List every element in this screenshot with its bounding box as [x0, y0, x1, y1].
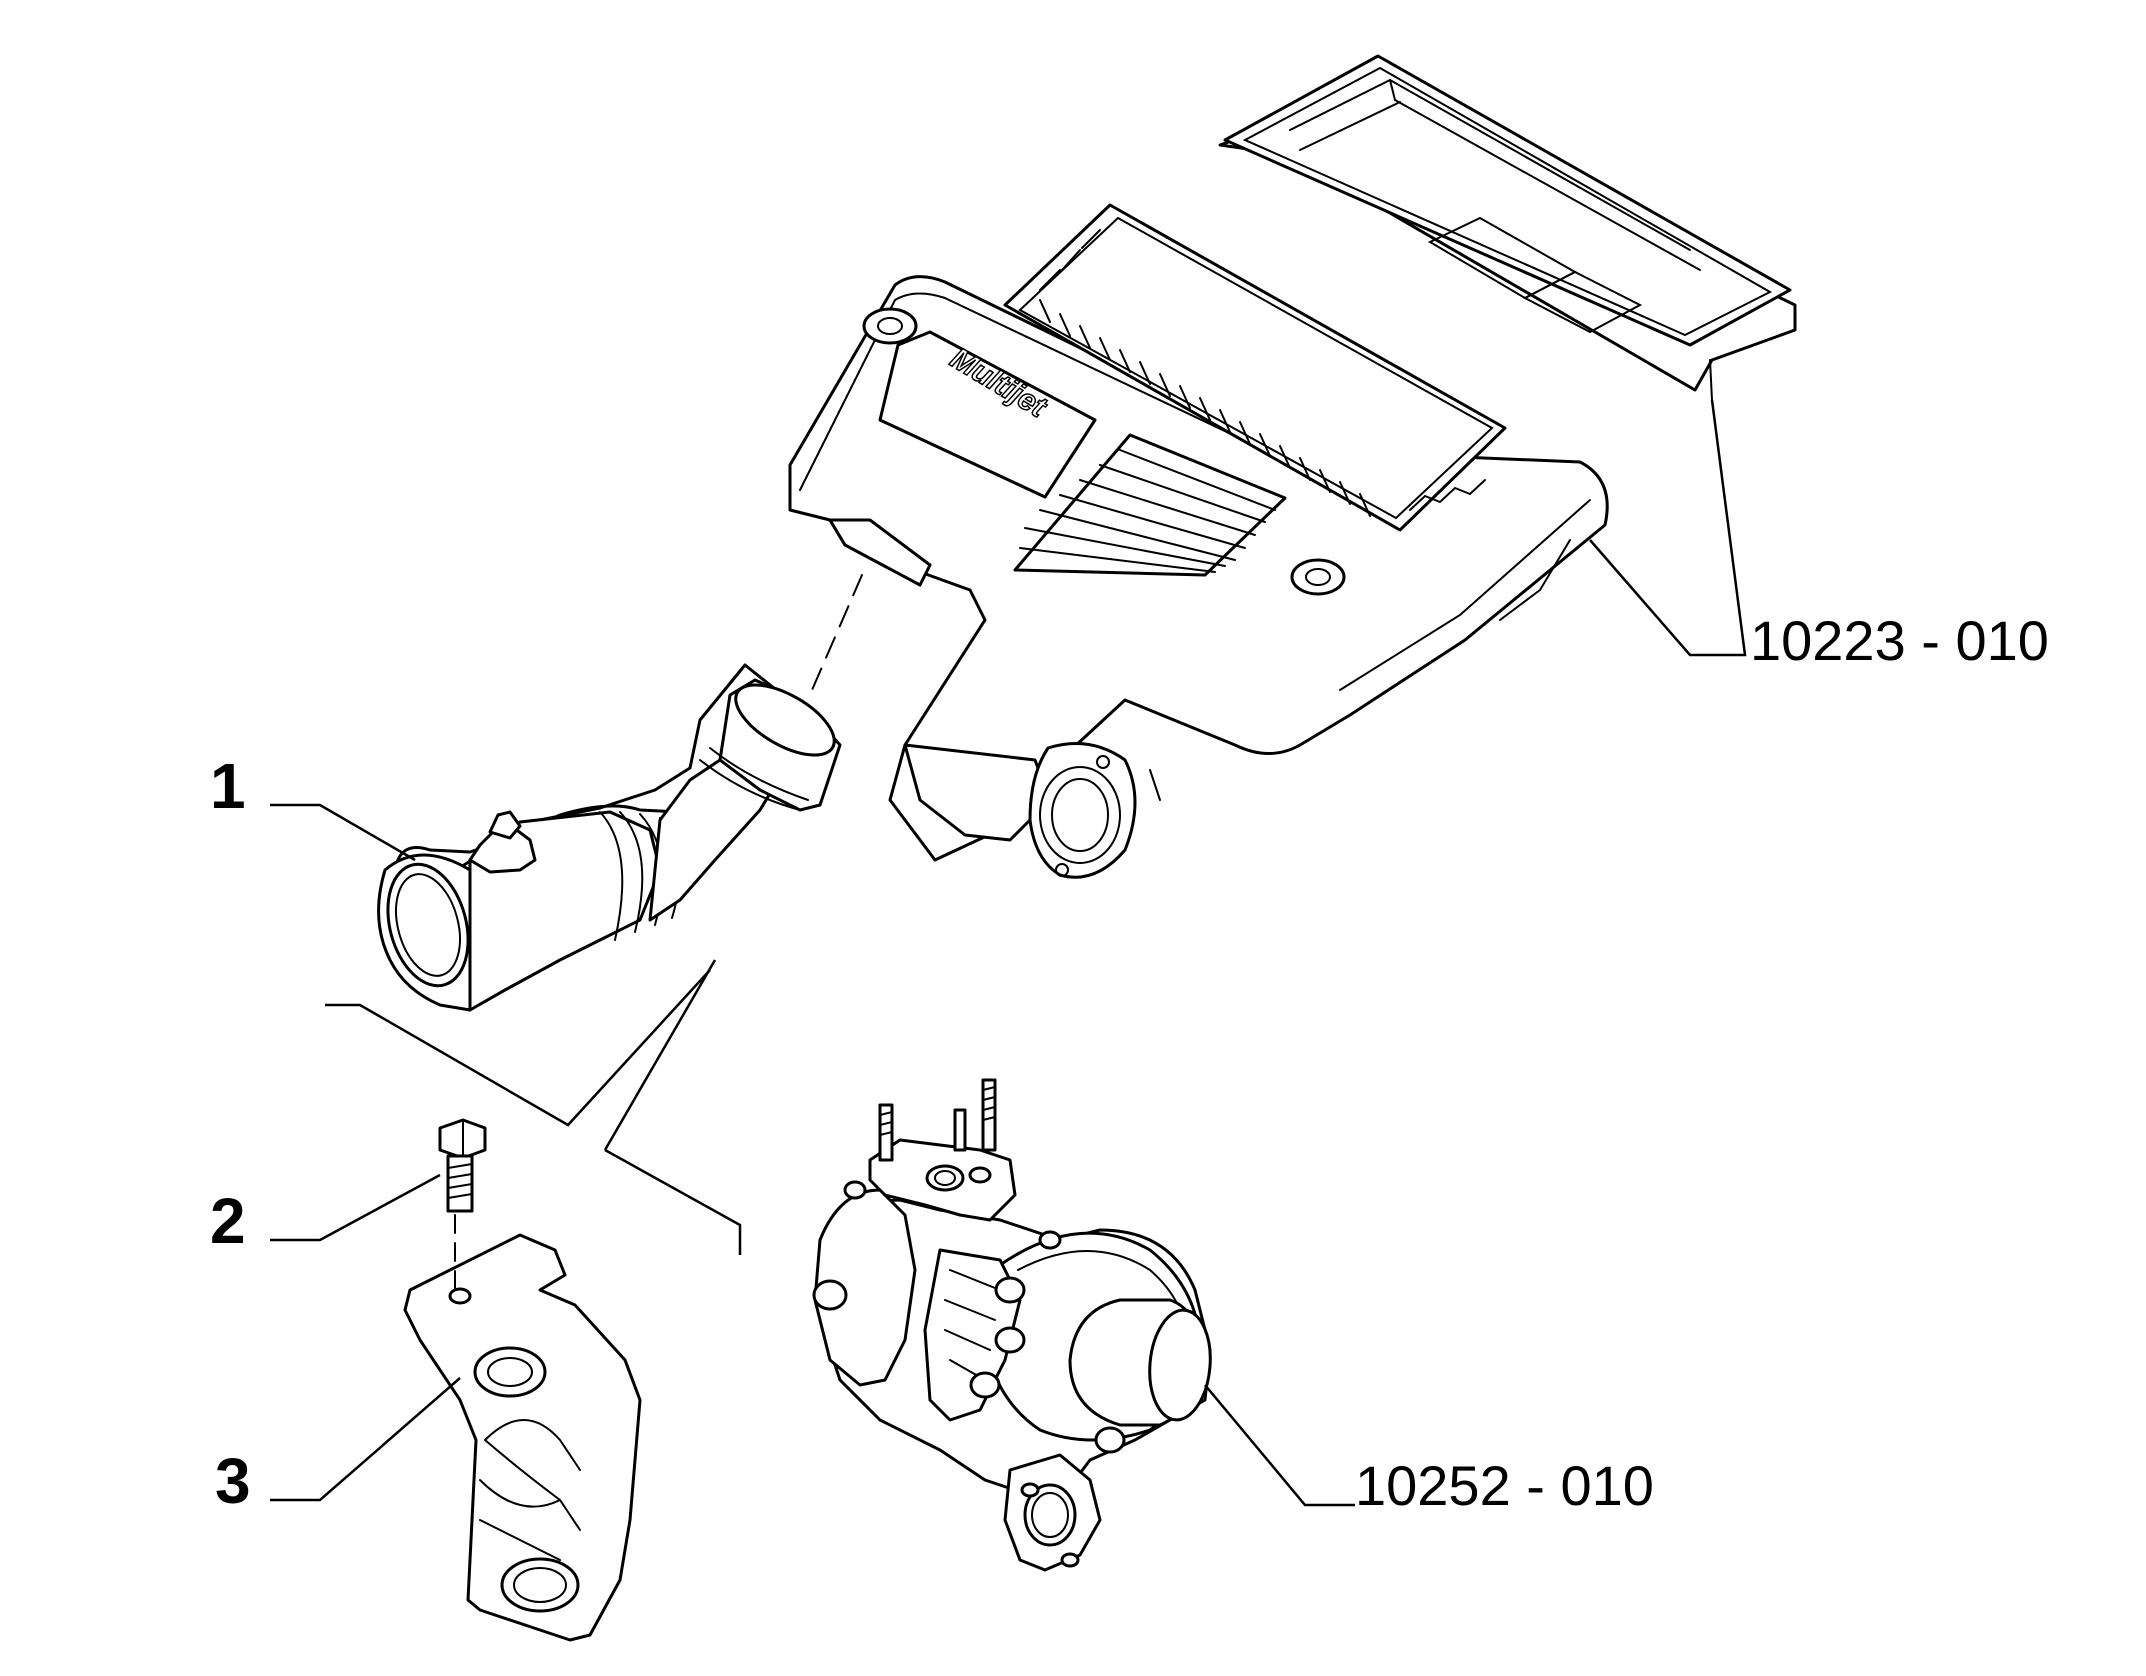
bolt[interactable]: [438, 1118, 487, 1213]
assembly-lines: [325, 574, 863, 1291]
callout-label: 1: [210, 750, 246, 822]
intake-hose[interactable]: [375, 663, 845, 1012]
callout-1: 1: [210, 750, 416, 862]
air-filter-element[interactable]: [1218, 54, 1797, 401]
callout-label: 10252 - 010: [1355, 1454, 1654, 1517]
callout-label: 10223 - 010: [1750, 609, 2049, 672]
turbocharger[interactable]: [812, 1078, 1215, 1572]
engine-cover[interactable]: Multijet: [788, 203, 1609, 879]
leader-line: [1589, 399, 1747, 657]
callout-label: 2: [210, 1185, 246, 1257]
callout-turbocharger: 10252 - 010: [1204, 1384, 1654, 1517]
leader-line: [270, 1173, 441, 1242]
callout-label: 3: [215, 1445, 251, 1517]
leader-line: [1204, 1384, 1355, 1507]
leader-line: [270, 803, 416, 862]
callout-engine-cover: 10223 - 010: [1589, 399, 2049, 672]
bracket[interactable]: [403, 1233, 642, 1642]
callout-3: 3: [215, 1377, 461, 1517]
callout-2: 2: [210, 1173, 441, 1257]
leader-line: [270, 1377, 461, 1502]
